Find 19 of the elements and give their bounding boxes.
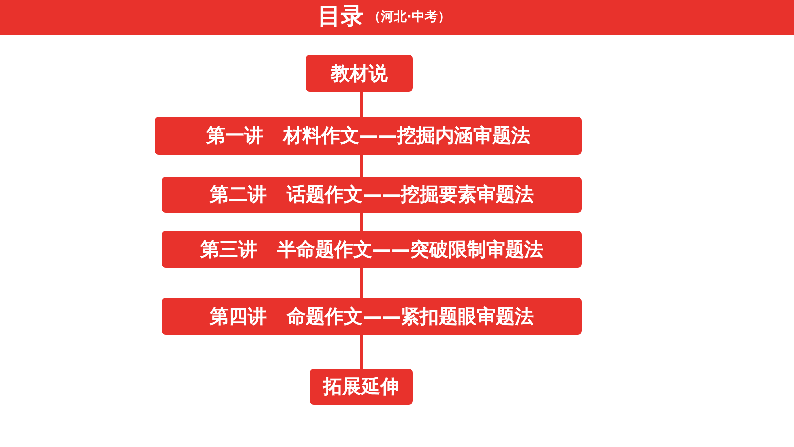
topic-text: 教材说 — [331, 62, 388, 86]
topic-box — [155, 117, 582, 155]
title: 目录 — [318, 3, 364, 31]
topic-box — [306, 55, 413, 92]
topic-text: 第一讲 材料作文——挖掘内涵审题法 — [206, 124, 530, 149]
connector-line — [360, 335, 364, 369]
topic-text: 第二讲 话题作文——挖掘要素审题法 — [210, 183, 534, 208]
topic-text: 第三讲 半命题作文——突破限制审题法 — [200, 238, 544, 262]
connector-line — [360, 155, 364, 177]
topic-box — [162, 231, 582, 268]
topic-box — [162, 298, 582, 335]
connector-line — [360, 92, 364, 117]
topic-text: 第四讲 命题作文——紧扣题眼审题法 — [210, 304, 534, 330]
connector-line — [360, 213, 364, 231]
connector-line — [360, 268, 364, 298]
subtitle: （河北·中考） — [368, 9, 451, 27]
topic-box — [310, 369, 413, 405]
topic-box — [162, 177, 582, 213]
topic-text: 拓展延伸 — [324, 375, 400, 400]
